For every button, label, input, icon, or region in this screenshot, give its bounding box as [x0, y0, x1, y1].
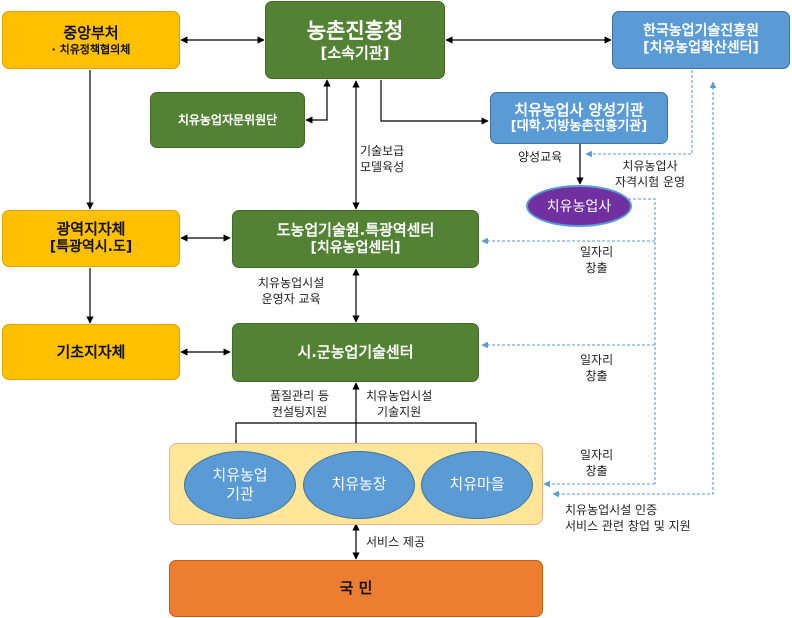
therapist-title: 치유농업사: [546, 199, 612, 215]
koat-title: 한국농업기술진흥원: [643, 22, 759, 39]
rda-title: 농촌진흥청: [306, 18, 404, 43]
metro-box: 광역지자체 [특광역시.도]: [2, 210, 180, 267]
public-title: 국 민: [339, 579, 373, 598]
label-training-edu: 양성교육: [518, 150, 563, 164]
label-jobs-2: 일자리 창출: [580, 353, 614, 384]
koat-subtitle: [치유농업확산센터]: [643, 40, 759, 56]
label-operator-edu: 치유농업시설 운영자 교육: [258, 276, 325, 307]
city-center-box: 시.군농업기술센터: [232, 323, 479, 382]
advisory-box: 치유농업자문위원단: [150, 92, 305, 148]
label-service: 서비스 제공: [366, 535, 426, 549]
dashed-koat-tray: [552, 81, 717, 498]
central-gov-title: 중앙부처: [63, 23, 119, 42]
therapist-ellipse: 치유농업사: [526, 185, 632, 227]
arrow-rda-training: [380, 80, 489, 125]
central-gov-subtitle: · 치유정책협의체: [51, 42, 131, 56]
local-title: 기초지자체: [56, 342, 126, 361]
training-subtitle: [대학.지방농촌진흥기관]: [510, 119, 648, 135]
label-jobs-1: 일자리 창출: [580, 245, 614, 276]
institution-line1: 치유농업: [212, 465, 268, 484]
rda-box: 농촌진흥청 [소속기관]: [265, 1, 445, 79]
label-jobs-3: 일자리 창출: [580, 448, 614, 479]
central-gov-box: 중앙부처 · 치유정책협의체: [2, 11, 180, 69]
metro-title: 광역지자체: [56, 220, 126, 239]
public-box: 국 민: [169, 560, 543, 617]
dashed-therapist-jobs: [628, 198, 656, 484]
institution-line2: 기관: [226, 485, 254, 503]
village-title: 치유마을: [449, 475, 505, 494]
farm-title: 치유농장: [331, 475, 387, 494]
label-tech-dist: 기술보급 모델육성: [360, 144, 405, 175]
provincial-center-box: 도농업기술원.특광역센터 [치유농업센터]: [232, 210, 479, 268]
label-exam: 치유농업사 자격시험 운영: [615, 159, 686, 190]
arrow-advisory-rda: [305, 79, 331, 124]
city-center-title: 시.군농업기술센터: [297, 343, 414, 362]
rda-subtitle: [소속기관]: [320, 43, 390, 62]
provincial-center-title: 도농업기술원.특광역센터: [276, 220, 435, 239]
label-cert: 치유농업시설 인증 서비스 관련 창업 및 지원: [565, 503, 691, 534]
training-title: 치유농업사 양성기관: [514, 100, 644, 119]
label-facility-tech: 치유농업시설 기술지원: [366, 389, 433, 420]
koat-box: 한국농업기술진흥원 [치유농업확산센터]: [612, 11, 790, 69]
village-circle: 치유마을: [421, 451, 533, 519]
advisory-title: 치유농업자문위원단: [177, 112, 278, 127]
arrow-city-institution: [235, 422, 477, 448]
training-box: 치유농업사 양성기관 [대학.지방농촌진흥기관]: [490, 92, 668, 144]
provincial-center-subtitle: [치유농업센터]: [310, 239, 401, 256]
farm-circle: 치유농장: [303, 451, 415, 519]
local-box: 기초지자체: [2, 324, 180, 380]
metro-subtitle: [특광역시.도]: [49, 239, 133, 256]
label-quality: 품질관리 등 컨설팅지원: [270, 389, 330, 420]
institution-circle: 치유농업 기관: [184, 451, 296, 519]
